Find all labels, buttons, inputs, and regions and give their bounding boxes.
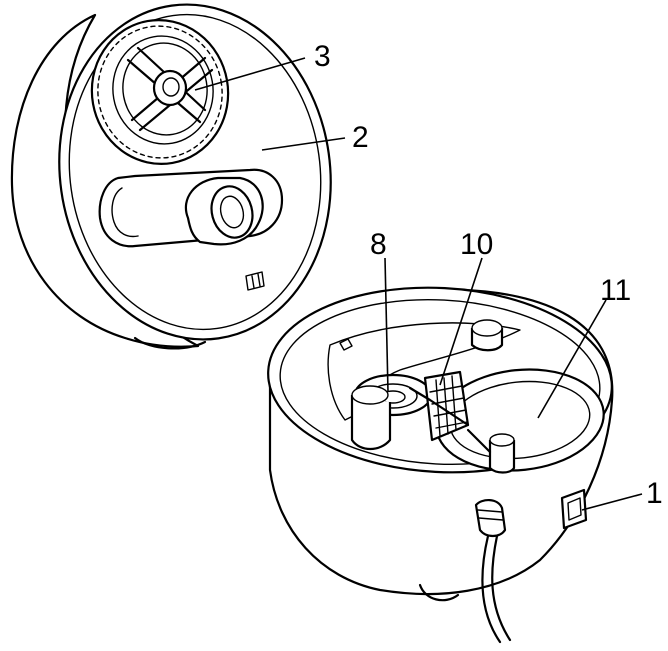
power-switch (560, 488, 588, 530)
leader-1 (581, 493, 643, 511)
lid-nozzle-slot (98, 168, 284, 291)
callout-10: 10 (460, 228, 493, 261)
callout-8: 8 (370, 228, 387, 261)
float-filter (339, 319, 516, 474)
leader-11 (537, 299, 607, 419)
power-cord (474, 499, 512, 644)
atomizer-cap (90, 19, 230, 165)
leader-lines (194, 57, 643, 511)
callout-3: 3 (314, 40, 331, 73)
leader-8 (384, 257, 389, 393)
callout-1: 1 (646, 477, 663, 510)
callout-2: 2 (352, 121, 369, 154)
leader-2 (261, 137, 346, 151)
callout-labels: 3 2 8 10 11 1 (314, 40, 663, 510)
transducer (350, 373, 433, 451)
callout-11: 11 (600, 274, 631, 307)
leader-3 (194, 57, 306, 91)
leader-10 (439, 257, 483, 386)
